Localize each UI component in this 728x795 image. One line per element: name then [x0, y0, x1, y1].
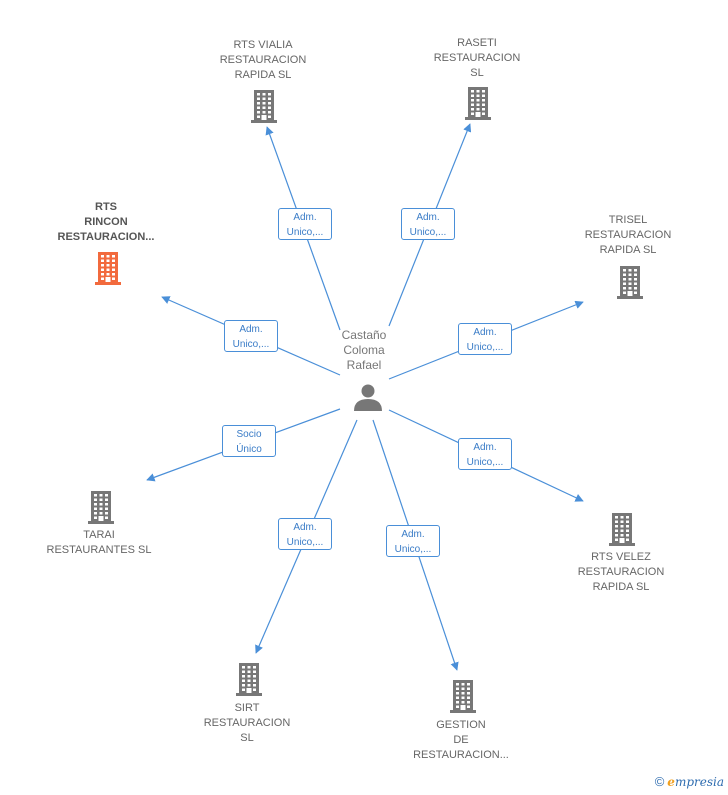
company-label-line: TARAI — [83, 529, 115, 541]
relation-label-line: Unico,... — [409, 227, 447, 238]
company-label-line: RAPIDA SL — [599, 244, 657, 256]
brand-logo: empresia — [667, 775, 724, 789]
building-icon[interactable] — [88, 491, 114, 524]
company-label-line: RESTAURACION... — [413, 749, 509, 761]
company-label-line: SIRT — [234, 702, 260, 714]
relation-label-line: Adm. — [473, 442, 497, 453]
company-label-rts-vialia[interactable]: RTS VIALIA RESTAURACION RAPIDA SL — [193, 38, 333, 83]
relation-label-line: Unico,... — [232, 339, 270, 350]
company-label-line: RESTAURACION — [433, 52, 521, 64]
relation-label-raseti[interactable]: Adm. Unico,... — [401, 208, 455, 240]
relation-label-line: Adm. — [239, 324, 263, 335]
copyright-symbol: © — [654, 774, 665, 789]
company-label-line: RESTAURACION — [584, 229, 672, 241]
company-label-rts-rincon[interactable]: RTS RINCON RESTAURACION... — [36, 200, 176, 245]
center-label-line: Castaño — [341, 328, 387, 342]
company-label-line: GESTION — [436, 719, 486, 731]
relation-label-rts-velez[interactable]: Adm. Unico,... — [458, 438, 512, 470]
company-label-trisel[interactable]: TRISEL RESTAURACION RAPIDA SL — [558, 213, 698, 258]
company-label-line: RAPIDA SL — [234, 69, 292, 81]
building-icon[interactable] — [450, 680, 476, 713]
building-icon[interactable] — [236, 663, 262, 696]
person-icon[interactable] — [354, 384, 382, 412]
company-label-line: RASETI — [457, 37, 497, 49]
relation-label-line: Adm. — [293, 522, 317, 533]
relation-label-line: Adm. — [416, 212, 440, 223]
relation-label-line: Unico,... — [286, 227, 324, 238]
company-label-line: RTS — [95, 201, 117, 213]
company-label-sirt[interactable]: SIRT RESTAURACION SL — [177, 701, 317, 746]
relation-label-line: Adm. — [473, 327, 497, 338]
company-label-gestion[interactable]: GESTION DE RESTAURACION... — [391, 718, 531, 763]
relation-label-line: Socio — [236, 429, 262, 440]
relation-label-gestion[interactable]: Adm. Unico,... — [386, 525, 440, 557]
footer-brand[interactable]: ©empresia — [655, 774, 724, 789]
company-label-line: RESTAURANTES SL — [46, 544, 152, 556]
center-label-line: Coloma — [343, 343, 385, 357]
relation-label-line: Adm. — [293, 212, 317, 223]
company-label-tarai[interactable]: TARAI RESTAURANTES SL — [29, 528, 169, 558]
company-label-line: RESTAURACION — [577, 566, 665, 578]
building-icon[interactable] — [609, 513, 635, 546]
relation-label-trisel[interactable]: Adm. Unico,... — [458, 323, 512, 355]
building-icon[interactable] — [465, 87, 491, 120]
company-label-line: RINCON — [84, 216, 128, 228]
relation-label-line: Unico,... — [394, 544, 432, 555]
building-icon[interactable] — [95, 252, 121, 285]
company-label-line: SL — [470, 67, 484, 79]
company-label-line: RAPIDA SL — [592, 581, 650, 593]
building-icon[interactable] — [251, 90, 277, 123]
company-label-line: TRISEL — [608, 214, 648, 226]
relation-label-line: Único — [236, 444, 262, 455]
building-icon[interactable] — [617, 266, 643, 299]
relation-label-rts-vialia[interactable]: Adm. Unico,... — [278, 208, 332, 240]
company-label-line: DE — [453, 734, 469, 746]
company-label-line: RESTAURACION — [203, 717, 291, 729]
center-label-line: Rafael — [346, 358, 382, 372]
center-person-label[interactable]: Castaño Coloma Rafael — [319, 328, 409, 373]
company-label-rts-velez[interactable]: RTS VELEZ RESTAURACION RAPIDA SL — [551, 550, 691, 595]
company-label-line: RTS VELEZ — [591, 551, 651, 563]
relation-label-rts-rincon[interactable]: Adm. Unico,... — [224, 320, 278, 352]
relation-label-line: Unico,... — [466, 457, 504, 468]
relation-label-line: Unico,... — [466, 342, 504, 353]
company-label-line: RTS VIALIA — [233, 39, 293, 51]
relation-label-line: Unico,... — [286, 537, 324, 548]
brand-initial: e — [667, 775, 675, 789]
company-label-raseti[interactable]: RASETI RESTAURACION SL — [407, 36, 547, 81]
company-label-line: RESTAURACION... — [57, 231, 155, 243]
company-label-line: SL — [240, 732, 254, 744]
relation-label-sirt[interactable]: Adm. Unico,... — [278, 518, 332, 550]
brand-rest: mpresia — [674, 775, 724, 789]
relation-label-line: Adm. — [401, 529, 425, 540]
company-label-line: RESTAURACION — [219, 54, 307, 66]
